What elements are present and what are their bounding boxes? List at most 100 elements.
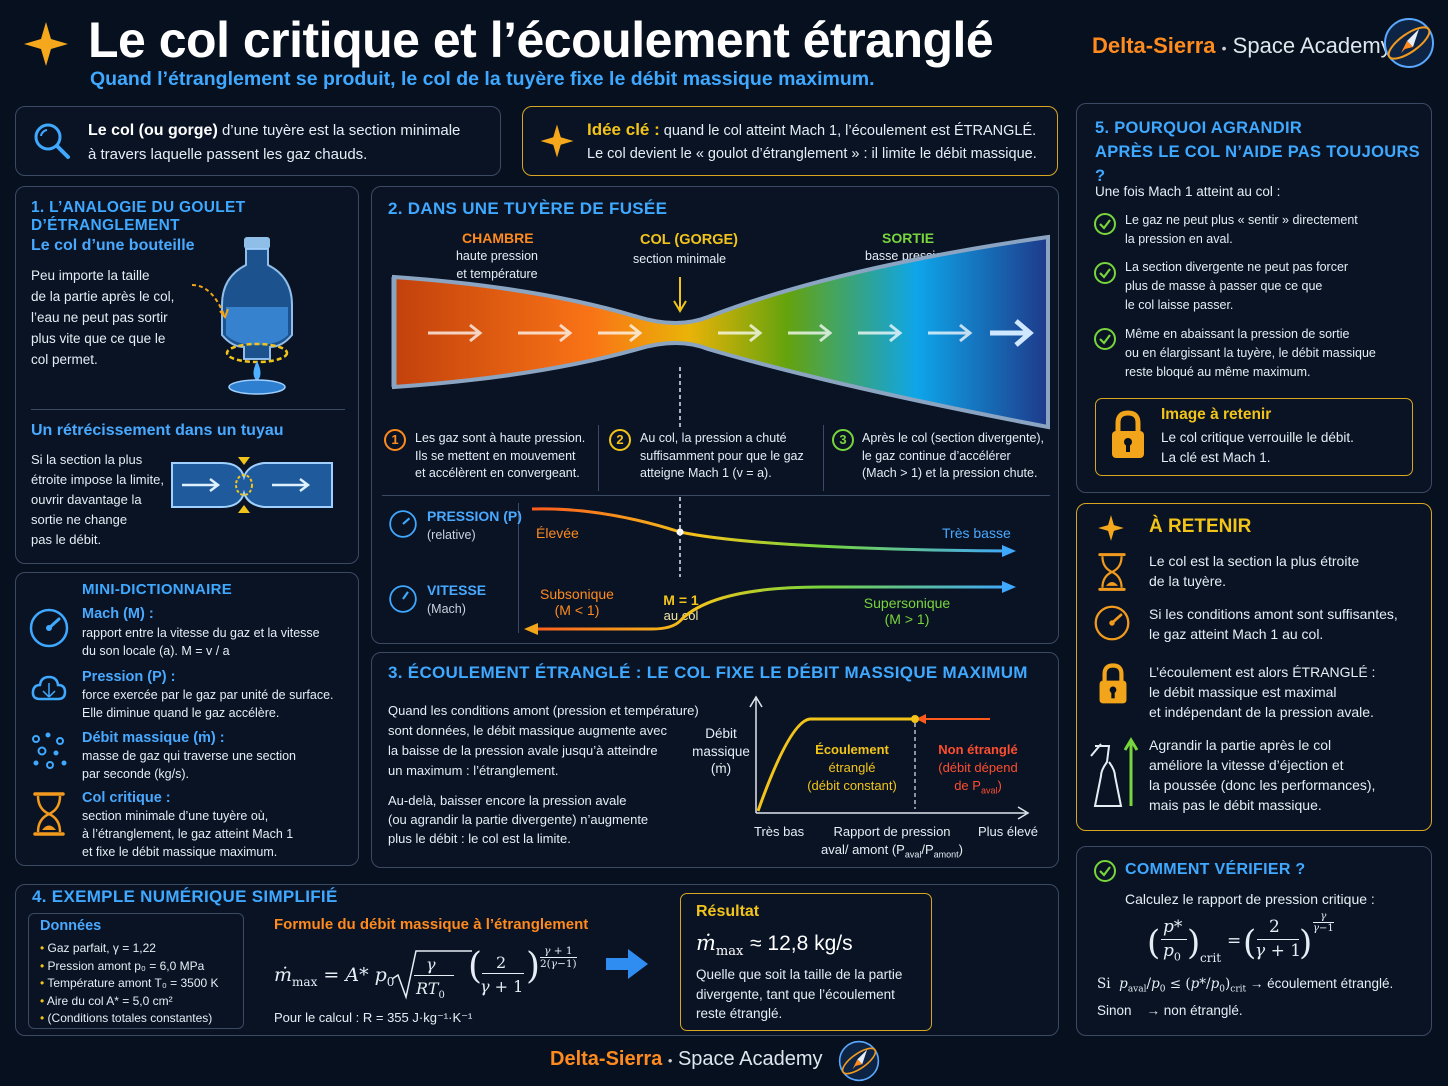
- why-line: la pression en aval.: [1125, 232, 1233, 246]
- calc-note: Pour le calcul : R = 355 J·kg⁻¹·K⁻¹: [274, 1010, 473, 1025]
- remember-line: améliore la vitesse d’éjection et: [1149, 757, 1344, 773]
- section-choked-flow: 3. ÉCOULEMENT ÉTRANGLÉ : LE COL FIXE LE …: [371, 652, 1059, 868]
- speed-label: VITESSE: [427, 582, 487, 598]
- verify-title: COMMENT VÉRIFIER ?: [1125, 861, 1306, 878]
- why-line: Le gaz ne peut plus « sentir » directeme…: [1125, 213, 1358, 227]
- pressure-curve: [531, 497, 1016, 577]
- choked-line: Écoulement: [815, 742, 889, 757]
- dict-line: rapport entre la vitesse du gaz et la vi…: [82, 626, 320, 640]
- pipe-line: sortie ne change: [31, 512, 128, 527]
- pipe-text: Si la section la plus étroite impose la …: [31, 450, 164, 550]
- supersonic-label: Supersonique (M > 1): [852, 595, 962, 627]
- dict-term: Mach (M) :: [82, 606, 154, 622]
- star-icon: [24, 22, 68, 66]
- pipe-illustration: [171, 457, 333, 513]
- result-line: reste étranglé.: [696, 1006, 783, 1021]
- bottle-line: de la partie après le col,: [31, 289, 175, 304]
- step-line: atteigne Mach 1 (v = a).: [640, 466, 772, 480]
- speed-curve: [524, 581, 1016, 635]
- remember-line: le débit massique est maximal: [1149, 684, 1337, 700]
- choked-line: (débit constant): [807, 778, 897, 793]
- x-low-label: Très bas: [754, 824, 805, 839]
- pressure-label: PRESSION (P): [427, 508, 522, 524]
- formula-title: Formule du débit massique à l’étrangleme…: [274, 916, 589, 933]
- remember-item: L’écoulement est alors ÉTRANGLÉ : le déb…: [1149, 662, 1375, 722]
- remember-line: Si les conditions amont sont suffisantes…: [1149, 606, 1398, 622]
- memory-line: Le col critique verrouille le débit.: [1161, 430, 1354, 445]
- nozzle-growth-icon: [1090, 737, 1139, 807]
- why-line: plus de masse à passer que ce que: [1125, 279, 1323, 293]
- brand-name: Delta-Sierra: [550, 1048, 663, 1070]
- step-line: et accélèrent en convergeant.: [415, 466, 580, 480]
- brand-separator: •: [1221, 40, 1227, 56]
- throat-sub: section minimale: [633, 252, 727, 266]
- divider: [31, 409, 345, 410]
- nozzle-diagram: [391, 234, 1050, 430]
- choked-paragraph-1: Quand les conditions amont (pression et …: [388, 701, 699, 781]
- remember-item: Le col est la section la plus étroite de…: [1149, 551, 1359, 591]
- dict-term: Débit massique (ṁ) :: [82, 730, 225, 746]
- remember-item: Si les conditions amont sont suffisantes…: [1149, 604, 1398, 644]
- page-subtitle: Quand l’étranglement se produit, le col …: [90, 68, 875, 90]
- verify-choked: → écoulement étranglé.: [1249, 976, 1394, 991]
- paragraph-line: sont données, le débit massique augmente…: [388, 723, 667, 738]
- lock-icon: [1112, 410, 1144, 458]
- paragraph-line: la baisse de la pression avale jusqu’à a…: [388, 743, 658, 758]
- remember-line: L’écoulement est alors ÉTRANGLÉ :: [1149, 664, 1376, 680]
- y-label-line: (ṁ): [710, 761, 732, 776]
- step-number: 3: [832, 429, 854, 451]
- step-divider: [823, 425, 824, 491]
- star-icon: [1098, 515, 1124, 541]
- subsonic-line: (M < 1): [554, 602, 600, 618]
- definition-box: Le col (ou gorge) d’une tuyère est la se…: [15, 106, 501, 176]
- paragraph-line: un maximum : l’étranglement.: [388, 763, 559, 778]
- star-icon: [540, 124, 574, 158]
- step-text: Les gaz sont à haute pression. Ils se me…: [415, 430, 585, 483]
- data-item: • Température amont T₀ = 3500 K: [40, 976, 219, 990]
- paragraph-line: Au-delà, baisser encore la pression aval…: [388, 793, 627, 808]
- dict-term: Col critique :: [82, 790, 171, 806]
- data-item: • Aire du col A* = 5,0 cm²: [40, 993, 173, 1008]
- why-line: Même en abaissant la pression de sortie: [1125, 327, 1350, 341]
- x-mid-line: Rapport de pression: [833, 824, 951, 839]
- gauge-icon: [1094, 605, 1130, 641]
- key-idea-bold: Idée clé :: [587, 120, 660, 139]
- key-idea-box: Idée clé : quand le col atteint Mach 1, …: [522, 106, 1058, 176]
- dict-def: rapport entre la vitesse du gaz et la vi…: [82, 624, 320, 660]
- dict-line: force exercée par le gaz par unité de su…: [82, 688, 334, 702]
- section-5-title: 5. POURQUOI AGRANDIR APRÈS LE COL N’AIDE…: [1095, 116, 1431, 188]
- step-line: (Mach > 1) et la pression chute.: [862, 466, 1038, 480]
- result-line: divergente, tant que l’écoulement: [696, 986, 895, 1002]
- section-1-title: 1. L’ANALOGIE DU GOULET D’ÉTRANGLEMENT: [31, 199, 246, 234]
- throat-label: COL (GORGE): [640, 232, 739, 248]
- step-line: Les gaz sont à haute pression.: [415, 431, 586, 445]
- y-label-line: massique: [692, 743, 750, 759]
- memory-image-box: [1095, 398, 1413, 476]
- lock-icon: [1099, 663, 1127, 704]
- bottle-line: Peu importe la taille: [31, 268, 150, 283]
- brand-separator: •: [667, 1053, 673, 1068]
- brand-rest: Space Academy: [677, 1048, 823, 1070]
- pressure-low: Très basse: [942, 525, 1011, 541]
- search-icon: [34, 123, 70, 159]
- paragraph-line: (ou agrandir la partie divergente) n’aug…: [388, 812, 649, 827]
- why-item: Même en abaissant la pression de sortie …: [1125, 325, 1376, 382]
- dict-line: section minimale d’une tuyère où,: [82, 809, 269, 823]
- bottle-line: l’eau ne peut pas sortir: [31, 310, 168, 325]
- subsonic-label: Subsonique (M < 1): [532, 586, 622, 618]
- verify-else: Sinon → non étranglé.: [1097, 1001, 1243, 1020]
- brand-footer: Delta-Sierra • Space Academy: [550, 1048, 823, 1071]
- subsonic-line: Subsonique: [540, 586, 614, 602]
- hourglass-icon: [1098, 553, 1126, 591]
- non-choked-text: de P: [954, 778, 981, 793]
- verify-non-choked: → non étranglé.: [1146, 1003, 1243, 1018]
- result-line: Quelle que soit la taille de la partie: [696, 967, 903, 982]
- dict-line: et fixe le débit massique maximum.: [82, 845, 278, 859]
- data-item: • Gaz parfait, γ = 1,22: [40, 941, 156, 955]
- brand-name: Delta-Sierra: [1092, 33, 1216, 58]
- page-title: Le col critique et l’écoulement étranglé: [88, 12, 994, 68]
- chamber-sub: haute pression et température: [452, 248, 542, 283]
- verify-lead: Calculez le rapport de pression critique…: [1125, 891, 1375, 907]
- definition-line-2: à travers laquelle passent les gaz chaud…: [88, 146, 368, 163]
- why-line: ou en élargissant la tuyère, le débit ma…: [1125, 346, 1376, 360]
